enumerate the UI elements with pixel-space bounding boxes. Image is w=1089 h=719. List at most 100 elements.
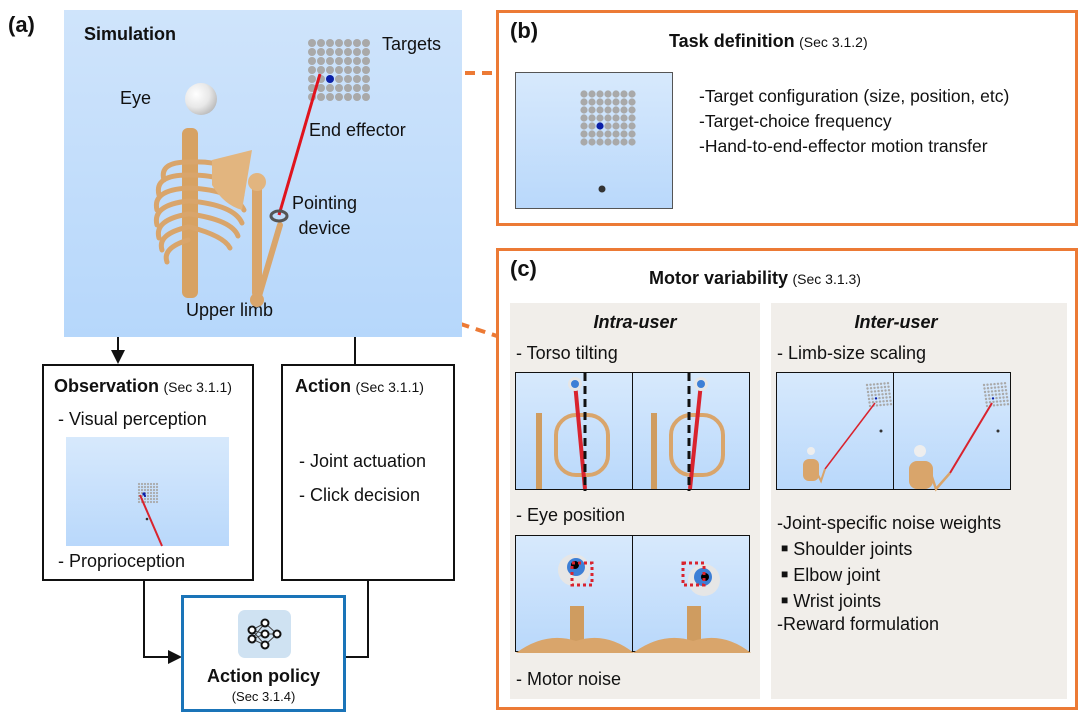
target	[984, 394, 987, 397]
pointing-device-label: Pointing device	[292, 193, 358, 238]
limb-scaling-thumbnail-small	[776, 372, 894, 490]
target	[353, 75, 361, 83]
target	[1005, 396, 1009, 399]
target	[335, 57, 343, 65]
observation-section: (Sec 3.1.1)	[163, 379, 232, 395]
target	[604, 90, 612, 98]
target	[143, 497, 147, 501]
target	[308, 57, 316, 65]
intra-item: - Motor noise	[516, 669, 622, 689]
target	[992, 400, 995, 404]
target	[878, 396, 881, 400]
target	[580, 98, 588, 106]
target	[344, 39, 352, 47]
arrow-to-policy	[168, 650, 182, 664]
targets-label: Targets	[382, 34, 442, 54]
reward-formulation: -Reward formulation	[777, 614, 940, 634]
target	[596, 106, 604, 114]
target	[580, 122, 588, 130]
action-section: (Sec 3.1.1)	[355, 379, 424, 395]
target	[137, 497, 141, 501]
target	[868, 401, 871, 404]
target	[604, 138, 612, 146]
noise-weights-heading: -Joint-specific noise weights	[777, 513, 1002, 533]
target	[628, 138, 636, 146]
target	[146, 500, 150, 504]
target	[596, 114, 604, 122]
panel-b-label: (b)	[510, 18, 539, 43]
target	[1005, 392, 1008, 395]
observation-to-policy-connector	[143, 580, 168, 658]
target	[620, 90, 628, 98]
skeleton-illustration	[153, 73, 322, 307]
target	[887, 389, 891, 392]
target	[604, 106, 612, 114]
target	[986, 387, 990, 390]
target	[880, 389, 884, 392]
eye-label: Eye	[120, 88, 152, 108]
target	[152, 491, 156, 495]
target	[875, 400, 878, 404]
target	[628, 106, 636, 114]
target	[344, 75, 352, 83]
task-item: -Target-choice frequency	[699, 111, 892, 131]
target	[984, 397, 988, 401]
target	[992, 404, 996, 407]
target	[994, 389, 997, 393]
target	[988, 397, 991, 400]
target	[596, 90, 604, 98]
target	[155, 482, 159, 486]
inter-user-heading: Inter-user	[854, 312, 938, 332]
target	[140, 482, 144, 486]
action-box: Action (Sec 3.1.1) - Joint actuation - C…	[281, 364, 455, 581]
panel-c-label: (c)	[510, 256, 537, 281]
target	[308, 48, 316, 56]
target	[985, 404, 989, 408]
target	[620, 106, 628, 114]
target	[353, 39, 361, 47]
target	[362, 48, 370, 56]
target	[1000, 382, 1003, 385]
start-position-dot	[598, 185, 606, 193]
target	[878, 400, 882, 403]
observation-box: Observation (Sec 3.1.1) - Visual percept…	[42, 364, 254, 581]
target	[994, 393, 998, 396]
target	[149, 494, 153, 498]
target	[612, 138, 620, 146]
action-title: Action	[295, 376, 351, 396]
target	[155, 497, 159, 501]
target	[146, 482, 150, 486]
target	[353, 84, 361, 92]
observation-title: Observation	[54, 376, 160, 396]
target	[866, 390, 870, 394]
target	[868, 404, 872, 408]
target	[308, 66, 316, 74]
target	[152, 494, 156, 498]
target	[1002, 399, 1006, 403]
target	[143, 488, 147, 492]
target	[152, 497, 156, 501]
target	[344, 84, 352, 92]
target	[628, 114, 636, 122]
target	[149, 485, 153, 489]
target	[317, 39, 325, 47]
target	[580, 114, 588, 122]
target	[137, 491, 141, 495]
target	[335, 66, 343, 74]
target	[326, 93, 334, 101]
noise-weight-item: ■ Wrist joints	[781, 591, 881, 611]
target	[1004, 385, 1007, 388]
target	[889, 399, 892, 402]
target	[588, 138, 596, 146]
target	[879, 382, 883, 385]
target	[889, 403, 893, 406]
target	[588, 130, 596, 138]
target	[1003, 403, 1006, 406]
target	[137, 488, 141, 492]
policy-to-action-connector	[346, 580, 369, 658]
target	[881, 393, 884, 396]
task-definition-section: (Sec 3.1.2)	[799, 34, 868, 50]
target	[882, 403, 886, 406]
task-item: -Target configuration (size, position, e…	[699, 86, 1010, 106]
target	[580, 130, 588, 138]
